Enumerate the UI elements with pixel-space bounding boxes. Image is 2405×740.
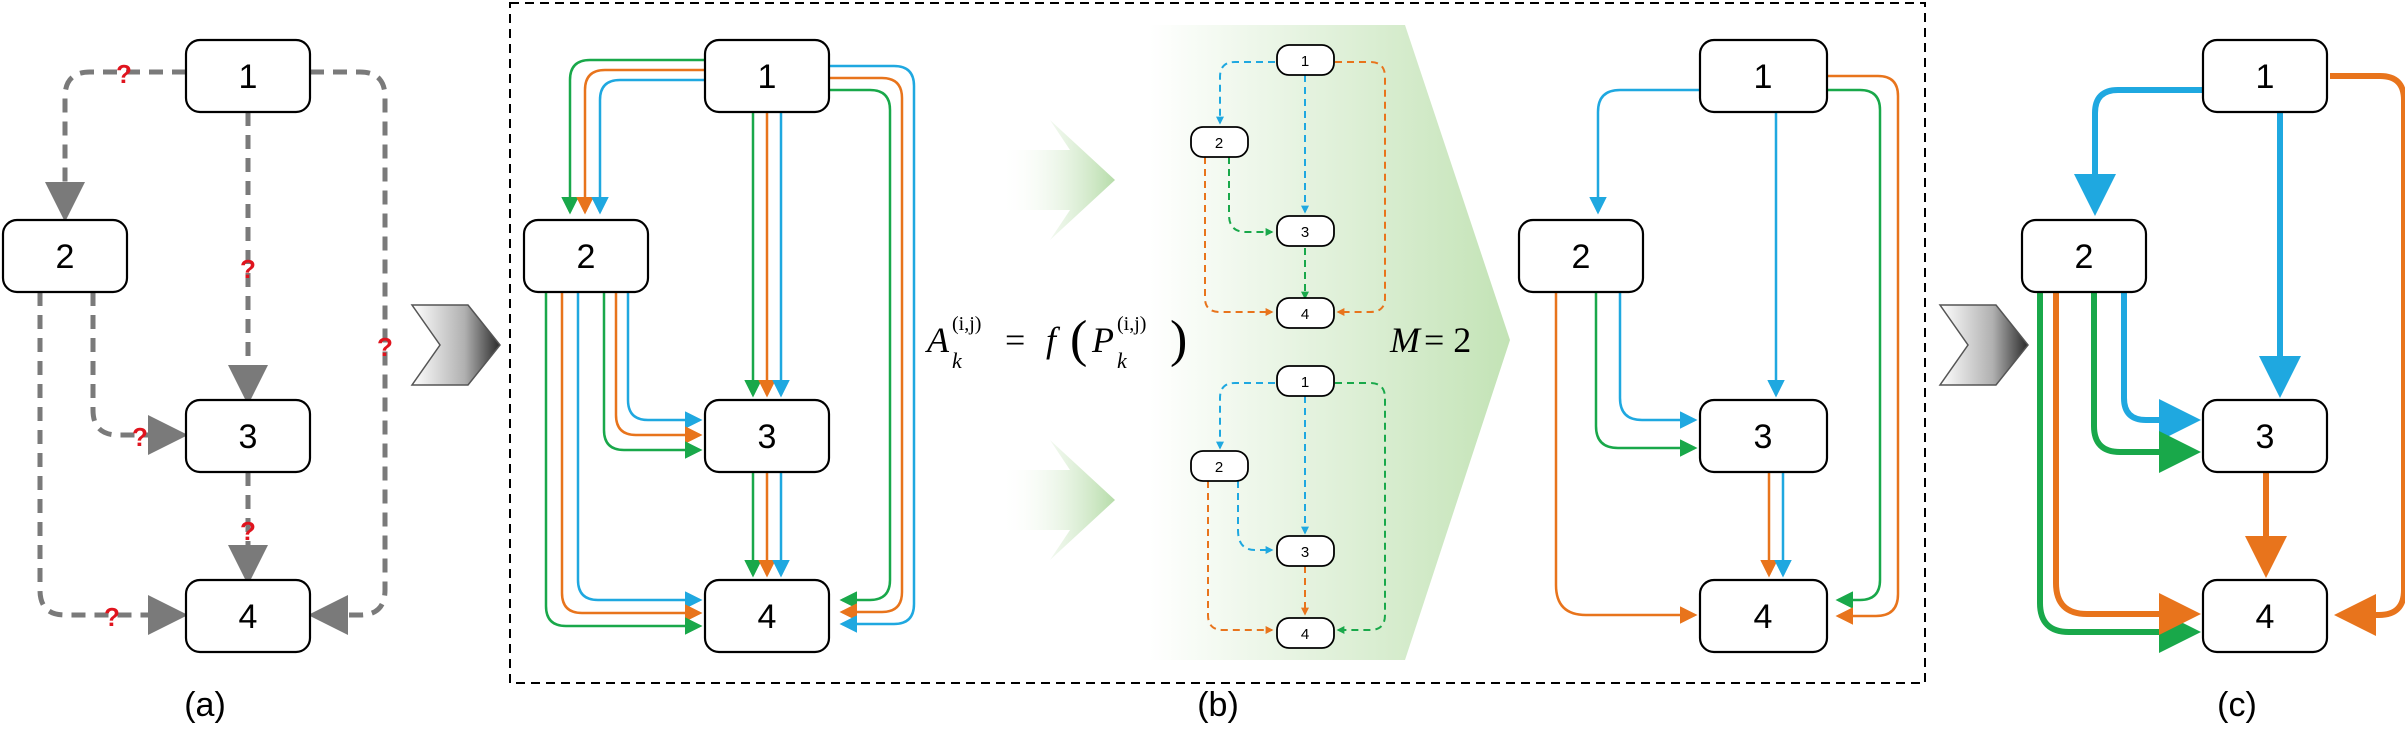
s2-node-3: 3 xyxy=(1276,535,1335,567)
s2-node-4: 4 xyxy=(1276,617,1335,649)
svg-text:4: 4 xyxy=(1301,306,1309,323)
sampled-subgraph-top xyxy=(1204,61,1386,316)
node-bm-4: 4 xyxy=(1698,578,1829,654)
svg-text:f: f xyxy=(1046,320,1061,360)
svg-text:(i,j): (i,j) xyxy=(1117,313,1146,335)
fade-arrow-bottom xyxy=(1000,440,1115,560)
svg-text:3: 3 xyxy=(1301,544,1309,561)
svg-text:4: 4 xyxy=(1301,626,1309,643)
unknown-mark-3-4: ? xyxy=(240,516,256,546)
unknown-mark-1-4: ? xyxy=(377,332,393,362)
svg-text:1: 1 xyxy=(1301,53,1309,70)
panel-b-frame xyxy=(509,2,1926,684)
transition-arrow-a-b xyxy=(410,304,501,386)
node-b-4: 4 xyxy=(703,578,831,654)
node-c-2: 2 xyxy=(2020,218,2148,294)
node-c-1: 1 xyxy=(2201,38,2329,114)
svg-text:3: 3 xyxy=(239,418,258,456)
unknown-mark-1-2: ? xyxy=(116,59,132,89)
node-b-3: 3 xyxy=(703,398,831,474)
svg-text:P: P xyxy=(1091,320,1114,360)
node-a-3: 3 xyxy=(184,398,312,474)
unknown-mark-2-3: ? xyxy=(132,422,148,452)
panel-b-merged-graph xyxy=(1554,74,1900,625)
node-bm-2: 2 xyxy=(1517,218,1645,294)
svg-text:M: M xyxy=(1389,320,1422,360)
svg-text:A: A xyxy=(925,320,950,360)
node-a-2: 2 xyxy=(1,218,129,294)
svg-text:2: 2 xyxy=(577,238,596,276)
panel-b-all-paths xyxy=(544,58,916,635)
node-c-4: 4 xyxy=(2201,578,2329,654)
svg-text:(: ( xyxy=(1070,311,1087,368)
edge-a-2-3 xyxy=(90,292,188,455)
formula: A k (i,j) = f ( P k (i,j) ) xyxy=(925,311,1187,373)
sampling-gradient-panel xyxy=(1150,25,1510,660)
svg-text:(i,j): (i,j) xyxy=(952,313,981,335)
panel-label-b: (b) xyxy=(1197,686,1239,724)
fade-arrow-top xyxy=(1000,120,1115,240)
panel-a: ? ? ? ? ? ? 1 2 3 4 (a) xyxy=(1,38,393,724)
svg-text:1: 1 xyxy=(2256,58,2275,96)
s1-node-2: 2 xyxy=(1190,126,1249,158)
svg-text:2: 2 xyxy=(1215,459,1223,476)
node-a-1: 1 xyxy=(184,38,312,114)
unknown-mark-1-3: ? xyxy=(240,254,256,284)
svg-text:3: 3 xyxy=(1754,418,1773,456)
transition-arrow-b-c xyxy=(1938,304,2029,386)
svg-text:1: 1 xyxy=(239,58,258,96)
node-a-4: 4 xyxy=(184,578,312,654)
s1-node-3: 3 xyxy=(1276,215,1335,247)
svg-text:2: 2 xyxy=(2075,238,2094,276)
panel-c-final-graph xyxy=(2037,73,2405,653)
svg-text:k: k xyxy=(952,348,963,373)
panel-label-a: (a) xyxy=(184,686,226,724)
svg-text:2: 2 xyxy=(1572,238,1591,276)
svg-text:3: 3 xyxy=(2256,418,2275,456)
svg-text:4: 4 xyxy=(239,598,258,636)
node-c-3: 3 xyxy=(2201,398,2329,474)
svg-text:k: k xyxy=(1117,348,1128,373)
node-b-2: 2 xyxy=(522,218,650,294)
s2-node-1: 1 xyxy=(1276,365,1335,397)
svg-text:4: 4 xyxy=(758,598,777,636)
svg-text:2: 2 xyxy=(1215,135,1223,152)
svg-text:1: 1 xyxy=(758,58,777,96)
svg-text:1: 1 xyxy=(1301,374,1309,391)
node-bm-1: 1 xyxy=(1698,38,1829,114)
s2-node-2: 2 xyxy=(1190,450,1249,482)
s1-node-4: 4 xyxy=(1276,297,1335,329)
svg-text:2: 2 xyxy=(56,238,75,276)
sampled-subgraph-bottom xyxy=(1207,382,1386,634)
s1-node-1: 1 xyxy=(1276,44,1335,76)
node-bm-3: 3 xyxy=(1698,398,1829,474)
svg-text:3: 3 xyxy=(758,418,777,456)
node-b-1: 1 xyxy=(703,38,831,114)
svg-text:1: 1 xyxy=(1754,58,1773,96)
svg-text:): ) xyxy=(1170,311,1187,368)
svg-text:4: 4 xyxy=(2256,598,2275,636)
edge-a-2-4 xyxy=(37,292,188,635)
edge-a-1-4 xyxy=(308,69,388,635)
svg-text:= 2: = 2 xyxy=(1424,320,1471,360)
edge-a-1-2 xyxy=(45,69,186,222)
svg-text:4: 4 xyxy=(1754,598,1773,636)
m-label: M = 2 xyxy=(1389,320,1471,360)
unknown-mark-2-4: ? xyxy=(104,602,120,632)
svg-text:3: 3 xyxy=(1301,224,1309,241)
panel-label-c: (c) xyxy=(2217,686,2257,724)
svg-text:=: = xyxy=(1005,320,1025,360)
